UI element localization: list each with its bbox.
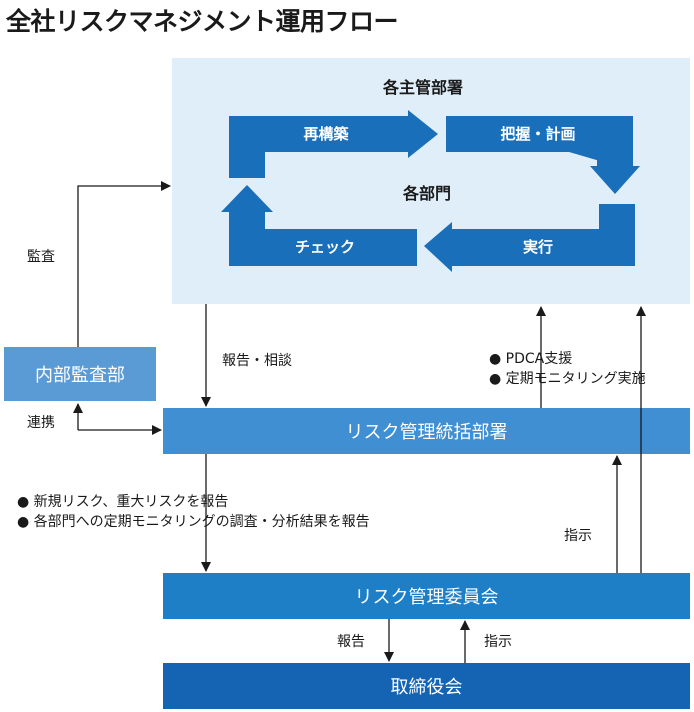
execute-label: 実行 <box>522 238 553 256</box>
grasp-plan-label: 把握・計画 <box>500 125 576 143</box>
instruction-lower-label: 指示 <box>484 634 512 650</box>
report-item-2: ● 各部門への定期モニタリングの調査・分析結果を報告 <box>17 514 370 530</box>
check-arrow <box>221 185 417 266</box>
liaison-label: 連携 <box>27 415 55 431</box>
report-lower-label: 報告 <box>337 634 365 650</box>
board-bar: 取締役会 <box>163 663 690 709</box>
check-label: チェック <box>294 238 355 256</box>
execute-arrow <box>424 204 635 272</box>
report-consult-label: 報告・相談 <box>222 353 292 369</box>
audit-arrow <box>77 181 171 347</box>
departments-header: 各主管部署 <box>383 78 464 97</box>
internal-audit-box: 内部監査部 <box>4 347 156 401</box>
departments-center-label: 各部門 <box>403 184 452 203</box>
re-build-arrow <box>229 110 438 178</box>
support-item-2: ● 定期モニタリング実施 <box>489 371 646 387</box>
re-build-label: 再構築 <box>303 125 349 143</box>
risk-committee-bar: リスク管理委員会 <box>163 573 690 619</box>
audit-label: 監査 <box>27 249 55 265</box>
grasp-plan-arrow-body <box>446 116 640 194</box>
instruction-upper-label: 指示 <box>564 528 592 544</box>
report-item-1: ● 新規リスク、重大リスクを報告 <box>17 494 229 510</box>
support-item-1: ● PDCA支援 <box>489 351 573 367</box>
risk-management-dept-bar: リスク管理統括部署 <box>163 408 690 454</box>
page-title: 全社リスクマネジメント運用フロー <box>6 7 399 36</box>
